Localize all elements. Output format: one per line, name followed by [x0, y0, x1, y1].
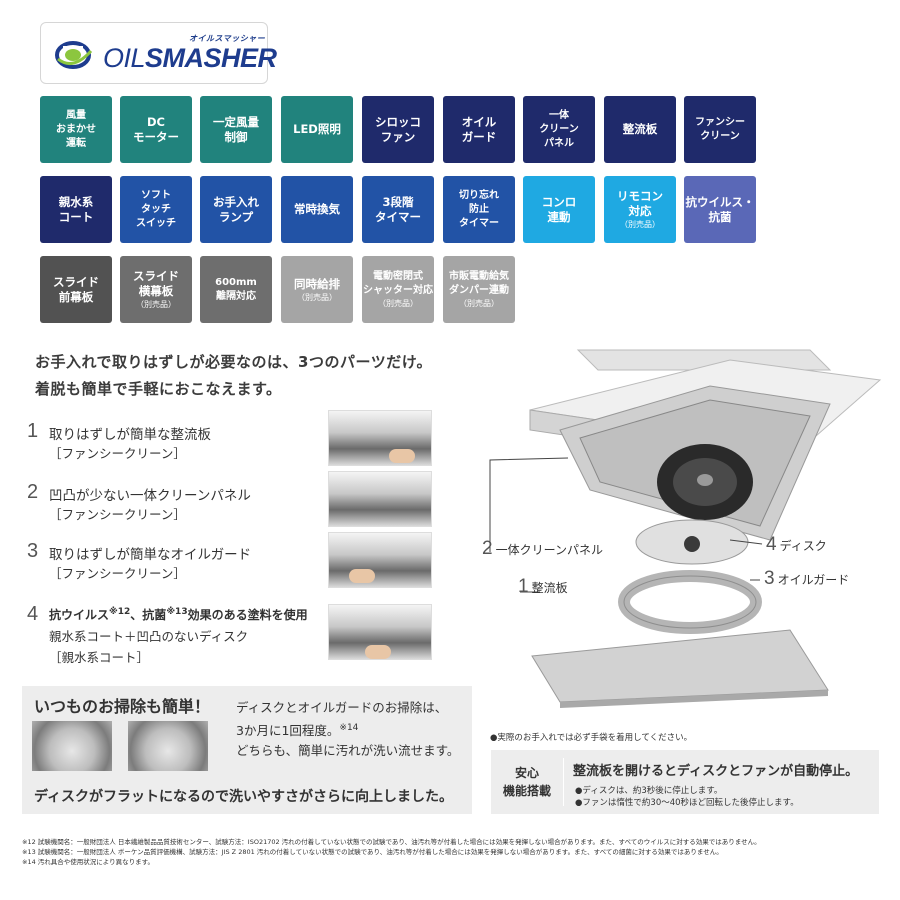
feature-tile-note: （別売品） — [378, 299, 418, 308]
headline-line-1: お手入れで取りはずしが必要なのは、3つのパーツだけ。 — [35, 353, 432, 371]
footnote-13: ※13 試験機関名：一般財団法人 ボーケン品質評価機構、試験方法：JIS Z 2… — [22, 848, 723, 856]
safety-box: 安心 機能搭載 整流板を開けるとディスクとファンが自動停止。 ●ディスクは、約3… — [491, 750, 879, 814]
feature-tile: 一体 クリーン パネル — [523, 96, 595, 163]
feature-tile-title: 常時換気 — [294, 202, 340, 216]
feature-tile: リモコン 対応 （別売品） — [604, 176, 676, 243]
feature-tile: シロッコ ファン — [362, 96, 434, 163]
part-title: 取りはずしが簡単な整流板 — [49, 427, 211, 443]
feature-tile: スライド 前幕板 — [40, 256, 112, 323]
logo-kana: オイルスマッシャー — [189, 34, 266, 43]
feature-tile-title: 市販電動給気 ダンパー連動 — [449, 271, 509, 296]
part-number: 2 — [27, 481, 39, 503]
feature-tile: オイル ガード — [443, 96, 515, 163]
feature-tile: 整流板 — [604, 96, 676, 163]
disc-cleaning-photo — [32, 721, 112, 771]
feature-tile-title: 3段階 タイマー — [375, 194, 421, 224]
feature-tile-title: スライド 横幕板 — [133, 269, 179, 298]
feature-tile-title: 一定風量 制御 — [213, 114, 259, 144]
feature-tile-title: DC モーター — [133, 114, 179, 144]
feature-tile-title: 親水系 コート — [58, 194, 94, 224]
feature-tile-title: LED照明 — [293, 122, 341, 136]
part-number: 3 — [27, 540, 39, 562]
feature-tile-title: リモコン 対応 — [617, 189, 663, 218]
part-series: ［親水系コート］ — [49, 650, 150, 665]
feature-tile: LED照明 — [281, 96, 353, 163]
feature-tile-title: 切り忘れ 防止 タイマー — [459, 189, 499, 229]
feature-tile: 電動密閉式 シャッター対応 （別売品） — [362, 256, 434, 323]
cleaning-box: いつものお掃除も簡単！ ディスクとオイルガードのお掃除は、 3か月に1回程度。※… — [22, 686, 472, 814]
part-series: ［ファンシークリーン］ — [49, 566, 186, 581]
cleaning-bottom-text: ディスクがフラットになるので洗いやすさがさらに向上しました。 — [34, 789, 454, 805]
cleaning-title: いつものお掃除も簡単！ — [34, 697, 211, 716]
divider — [563, 758, 564, 806]
feature-tile-title: ソフト タッチ スイッチ — [136, 189, 176, 229]
feature-tile: ソフト タッチ スイッチ — [120, 176, 192, 243]
feature-tile: コンロ 連動 — [523, 176, 595, 243]
feature-tile-title: 600mm 離隔対応 — [215, 276, 257, 302]
feature-tile: スライド 横幕板 （別売品） — [120, 256, 192, 323]
feature-tile: 親水系 コート — [40, 176, 112, 243]
part-subtitle: 親水系コート＋凹凸のないディスク — [49, 629, 249, 644]
feature-tile-note: （別売品） — [620, 220, 660, 229]
part-number: 4 — [27, 603, 39, 625]
feature-tile-title: スライド 前幕板 — [53, 274, 99, 304]
oil-guard-cleaning-photo — [128, 721, 208, 771]
feature-tile-title: 抗ウイルス・ 抗菌 — [685, 194, 755, 224]
feature-tile: お手入れ ランプ — [200, 176, 272, 243]
part-series: ［ファンシークリーン］ — [49, 446, 186, 461]
part-photo-4 — [328, 604, 432, 660]
safety-headline: 整流板を開けるとディスクとファンが自動停止。 — [573, 764, 859, 779]
part-title: 取りはずしが簡単なオイルガード — [49, 547, 252, 563]
feature-tile-title: お手入れ ランプ — [213, 194, 259, 224]
oil-smasher-logo: オイルスマッシャー OILSMASHER — [40, 22, 277, 84]
feature-tile-note: （別売品） — [459, 299, 499, 308]
headline-line-2: 着脱も簡単で手軽におこなえます。 — [35, 380, 282, 398]
part-photo-2 — [328, 471, 432, 527]
feature-tile: DC モーター — [120, 96, 192, 163]
feature-tile-title: 同時給排 — [294, 276, 340, 291]
feature-tile: 600mm 離隔対応 — [200, 256, 272, 323]
part-number: 1 — [27, 420, 39, 442]
feature-tile: 切り忘れ 防止 タイマー — [443, 176, 515, 243]
feature-tile: 一定風量 制御 — [200, 96, 272, 163]
feature-tile: 抗ウイルス・ 抗菌 — [684, 176, 756, 243]
part-photo-3 — [328, 532, 432, 588]
feature-tile: 3段階 タイマー — [362, 176, 434, 243]
part-photo-1 — [328, 410, 432, 466]
feature-tile: 風量 おまかせ 運転 — [40, 96, 112, 163]
logo-wordmark: OILSMASHER — [103, 43, 277, 73]
glove-note: ●実際のお手入れでは必ず手袋を着用してください。 — [490, 733, 693, 743]
footnote-14: ※14 汚れ具合や使用状況により異なります。 — [22, 858, 155, 866]
feature-tile: ファンシー クリーン — [684, 96, 756, 163]
safety-key: 安心 機能搭載 — [502, 766, 551, 798]
feature-tile-title: オイル ガード — [461, 114, 497, 144]
feature-tile-title: 一体 クリーン パネル — [539, 109, 579, 149]
feature-tile-title: シロッコ ファン — [375, 114, 421, 144]
cleaning-text: ディスクとオイルガードのお掃除は、 3か月に1回程度。※14 どちらも、簡単に汚… — [236, 700, 460, 759]
part-title: 抗ウイルス※12、抗菌※13効果のある塗料を使用 — [49, 607, 308, 622]
part-series: ［ファンシークリーン］ — [49, 507, 186, 522]
feature-tile-title: 電動密閉式 シャッター対応 — [363, 271, 433, 296]
footnote-12: ※12 試験機関名：一般財団法人 日本繊維製品品質技術センター、試験方法：ISO… — [22, 838, 761, 846]
safety-bullet-1: ●ディスクは、約3秒後に停止します。 — [575, 786, 723, 796]
feature-tile: 常時換気 — [281, 176, 353, 243]
feature-tile-title: コンロ 連動 — [541, 194, 577, 224]
feature-tile: 同時給排（別売品） — [281, 256, 353, 323]
feature-tile-note: （別売品） — [297, 292, 337, 302]
feature-tile-title: 風量 おまかせ 運転 — [56, 109, 96, 149]
hood-illustration — [489, 349, 882, 708]
part-title: 凹凸が少ない一体クリーンパネル — [49, 488, 251, 504]
feature-tile-note: （別売品） — [136, 300, 176, 309]
safety-bullet-2: ●ファンは惰性で約30～40秒ほど回転した後停止します。 — [575, 798, 799, 808]
feature-tile: 市販電動給気 ダンパー連動 （別売品） — [443, 256, 515, 323]
feature-tile-title: 整流板 — [622, 122, 658, 136]
feature-tile-title: ファンシー クリーン — [695, 116, 745, 142]
headline: お手入れで取りはずしが必要なのは、3つのパーツだけ。 着脱も簡単で手軽におこなえ… — [35, 349, 432, 403]
oil-drop-logo-icon — [55, 41, 93, 69]
